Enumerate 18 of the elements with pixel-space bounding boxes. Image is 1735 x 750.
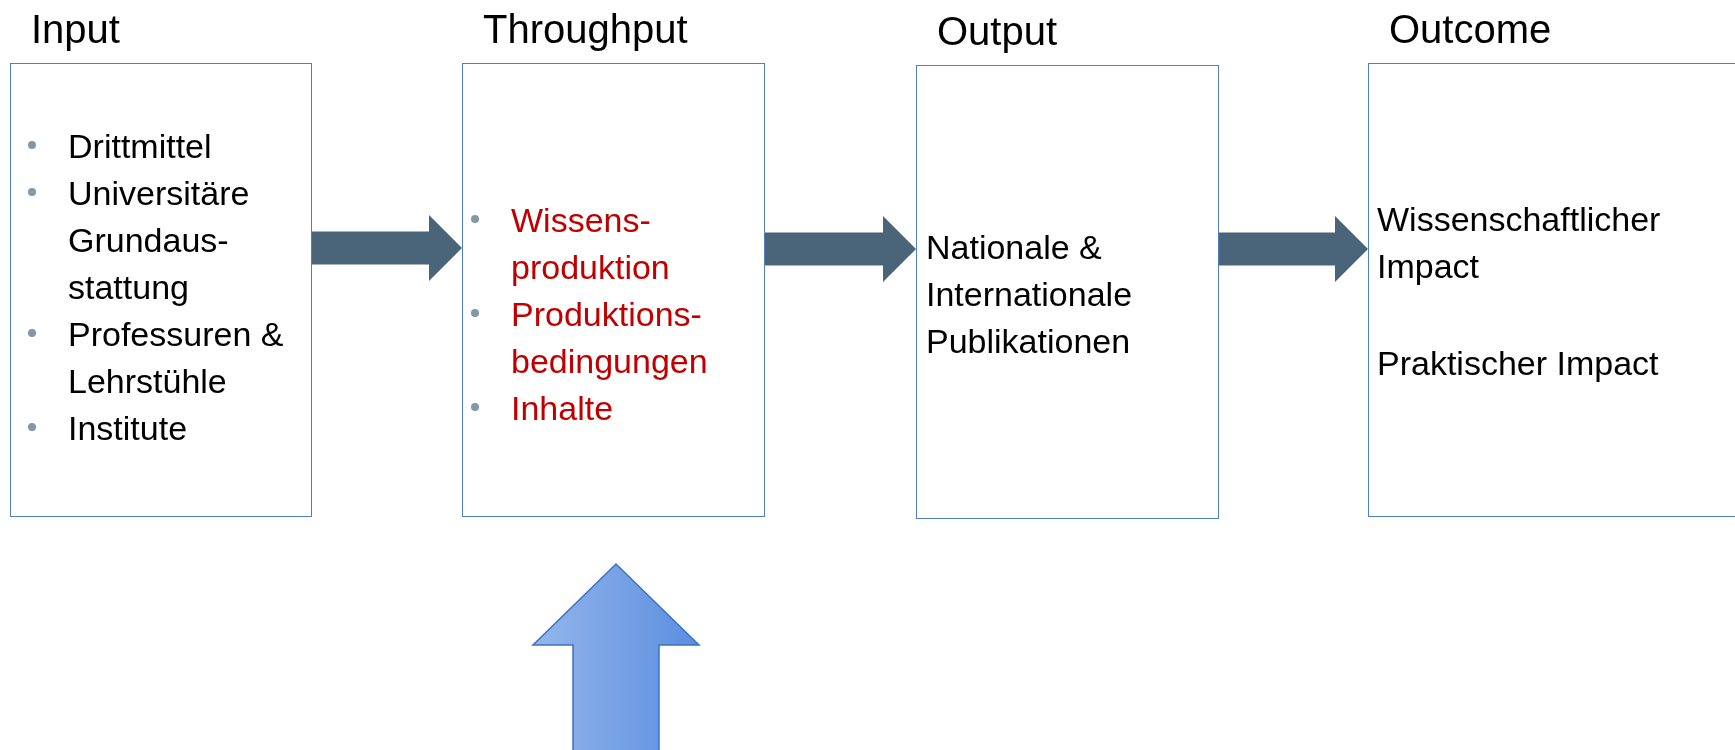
block-arrow <box>312 215 462 281</box>
column-heading: Input <box>31 6 120 52</box>
bullet-item: Produktions- bedingungen <box>511 294 709 382</box>
bullet-item: Institute <box>68 408 189 449</box>
bullet-item: Inhalte <box>511 388 615 429</box>
column-heading: Output <box>937 8 1058 54</box>
column-heading: Outcome <box>1389 6 1552 52</box>
block-arrow <box>1219 216 1368 282</box>
bullet-item: Professuren & Lehrstühle <box>68 314 285 402</box>
body-text: Nationale & Internationale Publikationen <box>926 227 1134 362</box>
bullet-item: Drittmittel <box>68 126 213 167</box>
body-text: Wissenschaftlicher Impact <box>1377 199 1662 287</box>
block-arrow <box>531 562 701 750</box>
bullet-item: Universitäre Grundaus- stattung <box>68 173 251 308</box>
column-heading: Throughput <box>483 6 688 52</box>
body-text: Praktischer Impact <box>1377 343 1660 384</box>
bullet-item: Wissens- produktion <box>511 200 671 288</box>
block-arrow <box>765 216 916 282</box>
